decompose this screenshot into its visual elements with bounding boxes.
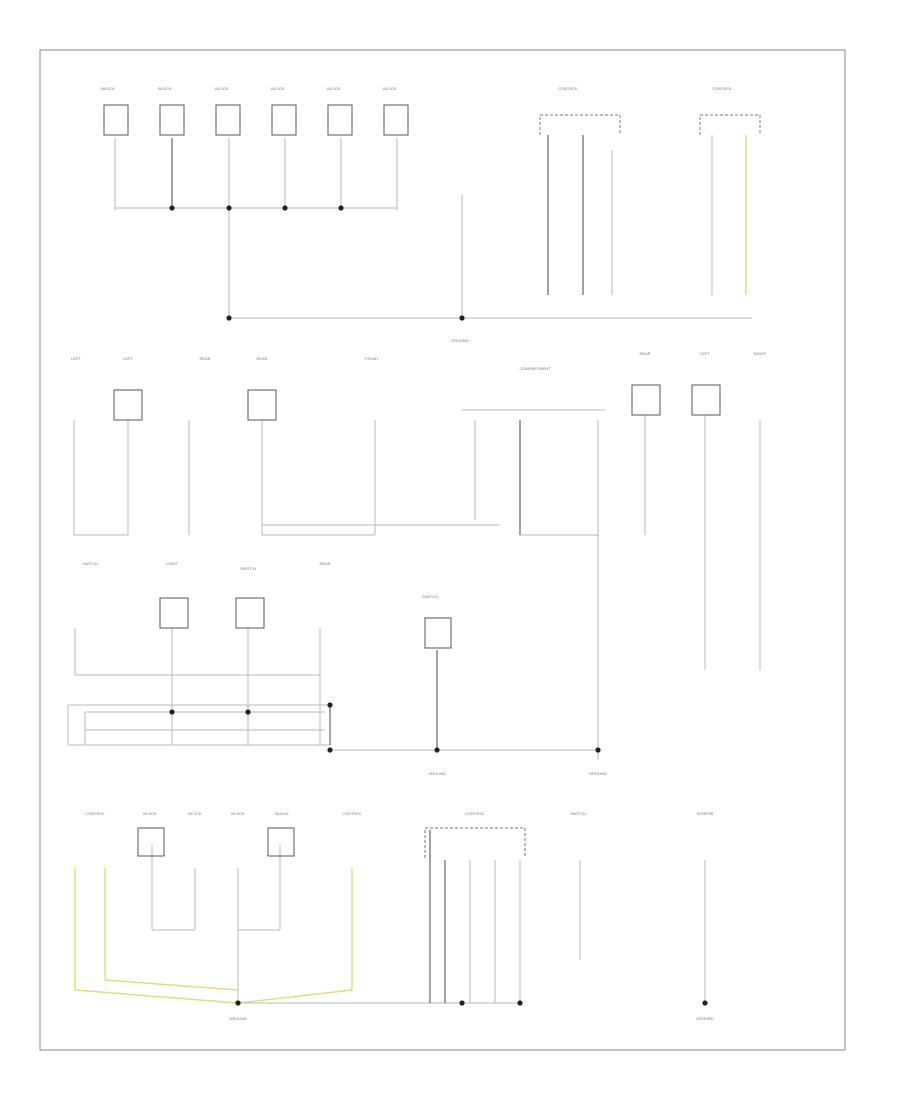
component-label-3: BLOCK [271, 86, 285, 91]
component-box-6 [113, 389, 143, 421]
component-label-23: BLOCK [143, 811, 157, 816]
component-box-2 [215, 104, 241, 136]
component-box-1 [159, 104, 185, 136]
component-label-30: SENSOR [697, 811, 714, 816]
component-label-2: BLOCK [215, 86, 229, 91]
splice-dot-3 [338, 205, 344, 211]
component-label-27: CONTROL [342, 811, 362, 816]
wire-layer [67, 135, 761, 1004]
module-bracket-0 [539, 114, 621, 135]
component-box-13 [137, 827, 165, 857]
splice-dot-9 [235, 1000, 241, 1006]
component-label-19: SWITCH [240, 566, 256, 571]
component-box-8 [631, 384, 661, 416]
component-label-15: LEFT [700, 351, 710, 356]
component-label-35: GROUND [589, 771, 607, 776]
component-layer [103, 104, 761, 858]
component-box-4 [327, 104, 353, 136]
splice-dot-14 [169, 709, 175, 715]
label-layer: BLOCK BLOCK BLOCK BLOCK BLOCK BLOCK CONTROL CON… [71, 86, 767, 1021]
component-box-12 [424, 617, 452, 649]
component-box-11 [235, 597, 265, 629]
splice-dot-7 [434, 747, 440, 753]
component-label-4: BLOCK [327, 86, 341, 91]
splice-dot-8 [595, 747, 601, 753]
splice-dot-4 [226, 315, 232, 321]
wire-55 [104, 979, 239, 991]
component-label-1: BLOCK [158, 86, 172, 91]
splice-dot-10 [459, 1000, 465, 1006]
component-label-32: GROUND [696, 1016, 714, 1021]
component-label-11: REAR [256, 356, 267, 361]
component-box-14 [267, 827, 295, 857]
component-box-5 [383, 104, 409, 136]
splice-dot-1 [226, 205, 232, 211]
splice-dot-5 [459, 315, 465, 321]
component-box-0 [103, 104, 129, 136]
component-label-13: COMPARTMENT [520, 366, 552, 371]
component-label-31: GROUND [229, 1016, 247, 1021]
splice-dot-15 [245, 709, 251, 715]
component-label-28: CONTROL [465, 811, 485, 816]
component-label-8: LEFT [71, 356, 81, 361]
component-label-7: CONTROL [712, 86, 732, 91]
component-label-22: CONTROL [85, 811, 105, 816]
component-box-7 [247, 389, 277, 421]
component-label-26: BLOCK [275, 811, 289, 816]
component-label-17: SWITCH [82, 561, 98, 566]
splice-dot-6 [327, 747, 333, 753]
module-bracket-2 [424, 827, 526, 858]
component-box-3 [271, 104, 297, 136]
splice-dot-13 [327, 702, 333, 708]
component-label-21: SWITCH [422, 594, 438, 599]
component-label-34: GROUND [428, 771, 446, 776]
component-box-9 [691, 384, 721, 416]
splice-layer [169, 205, 708, 1006]
splice-dot-2 [282, 205, 288, 211]
wire-53 [74, 989, 239, 1004]
module-bracket-1 [699, 114, 761, 135]
component-label-24: BLOCK [188, 811, 202, 816]
wire-57 [237, 989, 353, 1004]
splice-dot-0 [169, 205, 175, 211]
splice-dot-12 [702, 1000, 708, 1006]
component-label-0: BLOCK [101, 86, 115, 91]
component-label-25: BLOCK [231, 811, 245, 816]
splice-dot-11 [517, 1000, 523, 1006]
component-label-33: GROUND [451, 338, 469, 343]
component-label-10: REAR [199, 356, 210, 361]
component-label-6: CONTROL [558, 86, 578, 91]
component-label-20: REAR [319, 561, 330, 566]
component-label-14: REAR [639, 351, 650, 356]
component-label-5: BLOCK [383, 86, 397, 91]
component-label-16: RIGHT [754, 351, 767, 356]
component-box-10 [159, 597, 189, 629]
component-label-29: SWITCH [570, 811, 586, 816]
diagram-frame [39, 49, 846, 1051]
component-label-9: LEFT [123, 356, 133, 361]
component-label-18: LIGHT [166, 561, 178, 566]
component-label-12: FRONT [365, 356, 379, 361]
